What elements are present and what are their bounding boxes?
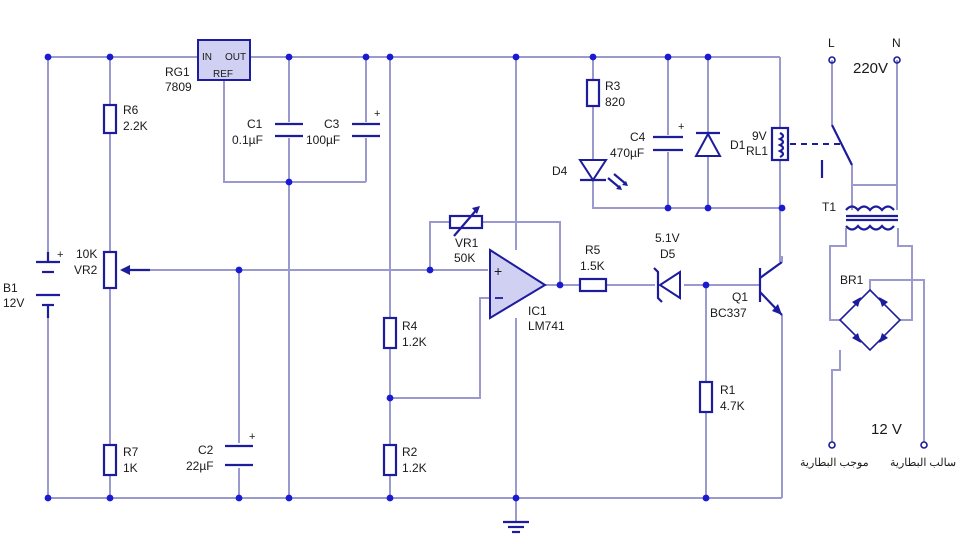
vr2-ref: VR2: [74, 263, 98, 277]
diode-d1: D1: [694, 131, 746, 157]
resistor-r1: R1 4.7K: [698, 380, 745, 414]
vr1-ref: VR1: [455, 236, 479, 250]
b1-ref: B1: [3, 281, 18, 295]
resistor-r7: R7 1K: [102, 443, 139, 477]
potentiometer-vr1: VR1 50K: [448, 206, 484, 265]
output-voltage: 12 V: [871, 421, 902, 438]
q1-ref: Q1: [732, 290, 748, 304]
zener-d5: 5.1V D5: [653, 231, 681, 303]
output-negative-label: سالب البطارية: [890, 457, 956, 469]
r1-ref: R1: [720, 383, 736, 397]
c2-value: 22µF: [186, 459, 214, 473]
opamp-plus-sign: +: [494, 263, 502, 279]
r1-value: 4.7K: [720, 399, 745, 413]
d1-ref: D1: [730, 138, 746, 152]
r2-value: 1.2K: [402, 461, 427, 475]
r3-value: 820: [605, 95, 625, 109]
r7-value: 1K: [123, 461, 138, 475]
rg1-pin-out: OUT: [225, 52, 246, 63]
ic1-value: LM741: [528, 319, 565, 333]
rg1-value: 7809: [165, 80, 192, 94]
c1-ref: C1: [247, 117, 263, 131]
relay-rl1: 9V RL1: [746, 126, 842, 162]
resistor-r2: R2 1.2K: [382, 443, 427, 477]
r5-ref: R5: [585, 243, 601, 257]
capacitor-c2: + C2 22µF: [186, 431, 255, 473]
rg1-ref: RG1: [165, 65, 190, 79]
r3-ref: R3: [605, 79, 621, 93]
resistor-r5: R5 1.5K: [578, 243, 608, 293]
wires: [47, 56, 925, 522]
b1-value: 12V: [3, 296, 24, 310]
transformer-t1: T1: [822, 200, 898, 231]
c2-ref: C2: [198, 443, 214, 457]
c4-value: 470µF: [610, 146, 644, 160]
rg1-pin-ref: REF: [213, 69, 233, 80]
d4-ref: D4: [552, 164, 568, 178]
c4-polarity: +: [678, 121, 684, 133]
r4-value: 1.2K: [402, 335, 427, 349]
capacitor-c4: + C4 470µF: [610, 121, 684, 160]
d5-ref: D5: [660, 247, 676, 261]
ground-icon: [503, 520, 529, 534]
junction-dots: [44, 53, 786, 502]
mains-voltage: 220V: [853, 60, 888, 77]
t1-ref: T1: [822, 200, 836, 214]
vr1-value: 50K: [454, 251, 475, 265]
potentiometer-vr2: 10K VR2: [74, 247, 150, 290]
resistor-r6: R6 2.2K: [102, 103, 148, 135]
rg1-pin-in: IN: [202, 52, 212, 63]
resistor-r3: R3 820: [585, 78, 625, 109]
capacitor-c1: C1 0.1µF: [232, 117, 303, 147]
r4-ref: R4: [402, 319, 418, 333]
c3-ref: C3: [324, 117, 340, 131]
opamp-ic1: + IC1 LM741: [489, 248, 565, 333]
battery-polarity: +: [57, 249, 63, 261]
c3-polarity: +: [374, 108, 380, 120]
mains-l-label: L: [828, 36, 835, 50]
q1-value: BC337: [710, 306, 747, 320]
transistor-q1: Q1 BC337: [710, 256, 783, 320]
rl1-ref: RL1: [746, 144, 768, 158]
r2-ref: R2: [402, 445, 418, 459]
mains-n-label: N: [892, 36, 901, 50]
bridge-br1: BR1: [838, 273, 902, 352]
c3-value: 100µF: [306, 133, 340, 147]
output-positive-label: موجب البطارية: [800, 457, 869, 469]
rl1-value: 9V: [752, 129, 767, 143]
br1-ref: BR1: [840, 273, 864, 287]
capacitor-c3: + C3 100µF: [306, 108, 380, 147]
r7-ref: R7: [123, 445, 139, 459]
ic1-ref: IC1: [528, 304, 547, 318]
mains-switch: L N 220V: [820, 36, 901, 178]
d5-value: 5.1V: [655, 231, 680, 245]
battery-output: 12 V موجب البطارية سالب البطارية: [800, 421, 956, 469]
battery-b1: + B1 12V: [3, 249, 63, 318]
c2-polarity: +: [249, 431, 255, 443]
led-d4: D4: [552, 159, 628, 190]
r5-value: 1.5K: [580, 259, 605, 273]
regulator-rg1: IN OUT REF RG1 7809: [165, 39, 251, 94]
r6-value: 2.2K: [123, 119, 148, 133]
vr2-value: 10K: [76, 247, 97, 261]
c4-ref: C4: [630, 130, 646, 144]
c1-value: 0.1µF: [232, 133, 263, 147]
r6-ref: R6: [123, 103, 139, 117]
resistor-r4: R4 1.2K: [382, 316, 427, 350]
